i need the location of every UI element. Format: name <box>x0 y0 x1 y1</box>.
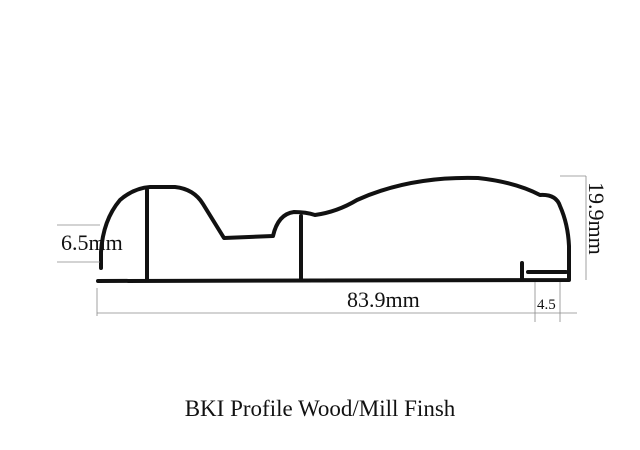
dim-width-total-label: 83.9mm <box>347 287 420 312</box>
dim-lip-width-label: 4.5 <box>537 297 556 313</box>
profile-lip <box>520 261 568 282</box>
dim-height-left-label: 6.5mm <box>61 230 123 255</box>
profile-outline <box>96 175 571 283</box>
dim-height-total-label: 19.9mm <box>584 182 609 255</box>
diagram-caption: BKI Profile Wood/Mill Finsh <box>184 396 456 421</box>
